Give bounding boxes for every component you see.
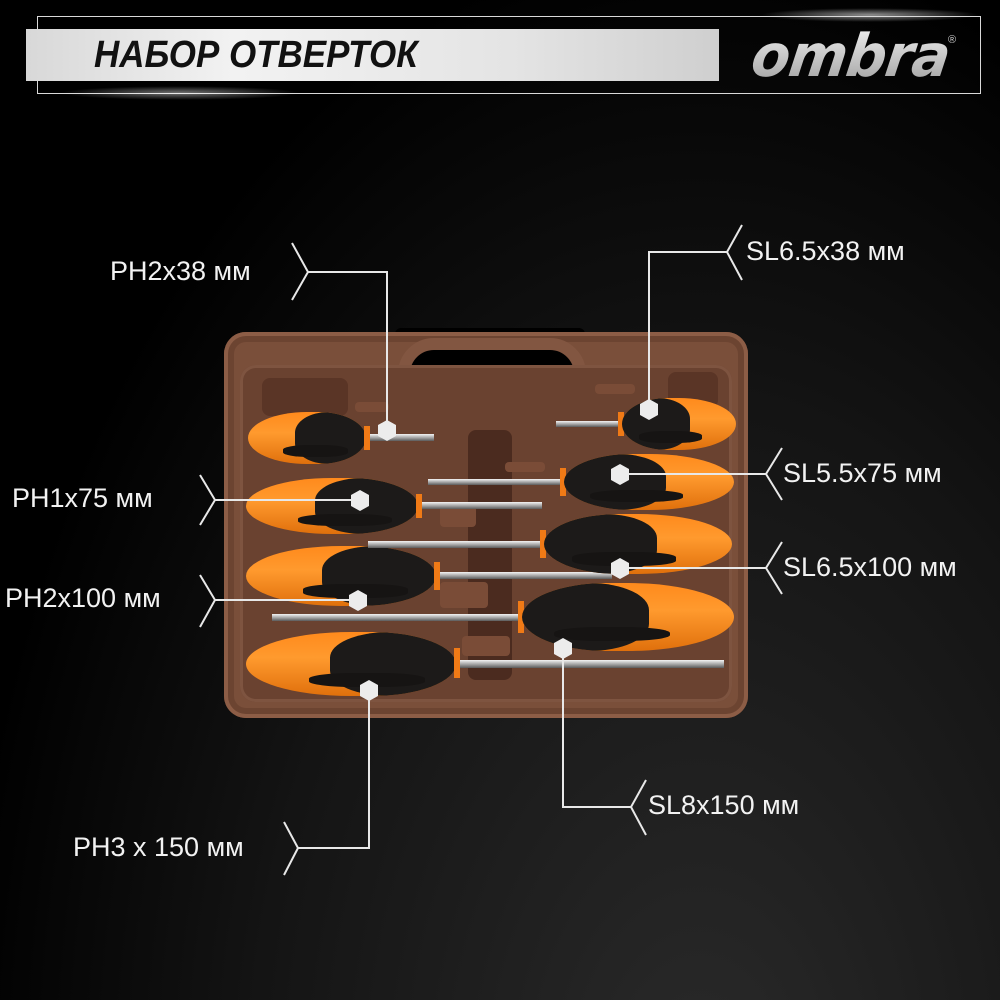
title-bar <box>26 29 719 81</box>
callout-bracket <box>199 574 217 628</box>
callout-bracket <box>283 821 300 876</box>
callout-bracket <box>629 779 647 836</box>
tray-size-tag <box>595 384 635 394</box>
label-sl55x75: SL5.5x75 мм <box>783 458 942 488</box>
tray-size-tag <box>462 636 510 656</box>
label-sl65x38: SL6.5x38 мм <box>746 236 905 266</box>
hex-marker <box>611 464 629 485</box>
page-title: НАБОР ОТВЕРТОК <box>94 34 418 76</box>
callout-bracket <box>199 474 217 526</box>
tray-size-tag <box>440 505 476 527</box>
header-glow-bottom <box>60 86 300 100</box>
label-ph3x150: PH3 x 150 мм <box>73 832 244 862</box>
hex-marker <box>351 490 369 511</box>
callout-bracket <box>764 541 783 595</box>
tray-size-tag <box>505 462 545 472</box>
tray-slot <box>262 378 348 416</box>
callout-leader <box>648 251 727 405</box>
label-sl65x100: SL6.5x100 мм <box>783 552 957 582</box>
hex-marker <box>611 558 629 579</box>
callout-bracket <box>291 242 310 301</box>
hex-marker <box>378 420 396 441</box>
label-ph2x38: PH2x38 мм <box>110 256 251 286</box>
tray-size-tag <box>440 582 488 608</box>
callout-markers <box>349 399 658 701</box>
label-ph1x75: PH1x75 мм <box>12 483 153 513</box>
label-ph2x100: PH2x100 мм <box>5 583 161 613</box>
callout-leader <box>308 271 388 428</box>
callout-bracket <box>764 447 783 501</box>
callout-bracket <box>725 224 743 281</box>
label-sl8x150: SL8x150 мм <box>648 790 800 820</box>
callout-leader <box>562 650 631 808</box>
hex-marker <box>554 638 572 659</box>
tray-size-tag <box>355 402 389 412</box>
hex-marker <box>640 399 658 420</box>
hex-marker <box>349 590 367 611</box>
hex-marker <box>360 680 378 701</box>
callout-leader <box>298 695 370 849</box>
header-glow-top <box>760 8 980 22</box>
registered-mark: ® <box>948 34 957 46</box>
